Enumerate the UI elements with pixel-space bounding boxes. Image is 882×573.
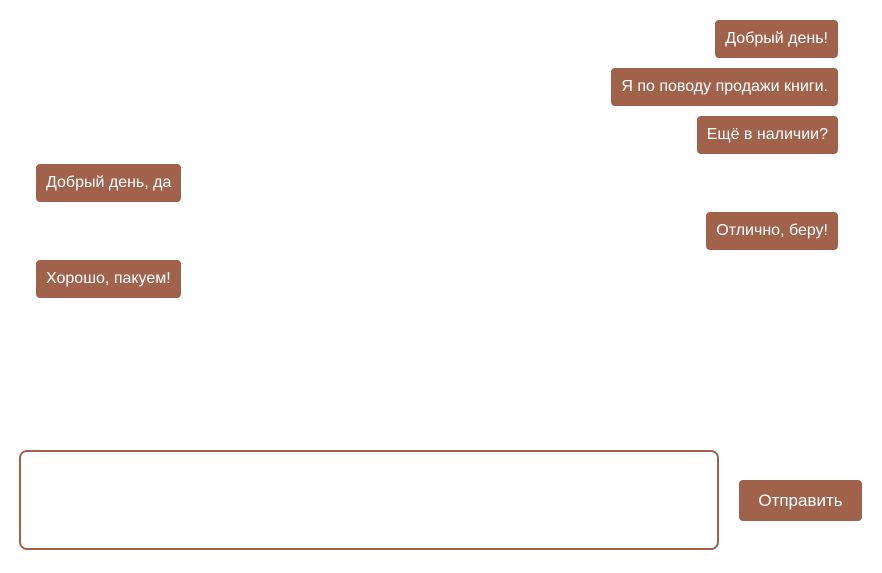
message-bubble-outgoing: Ещё в наличии? [696, 116, 838, 154]
message-bubble-incoming: Хорошо, пакуем! [36, 260, 181, 298]
message-bubble-incoming: Добрый день, да [36, 164, 182, 202]
message-bubble-outgoing: Я по поводу продажи книги. [611, 68, 838, 106]
message-input[interactable] [19, 450, 719, 550]
message-list: Добрый день! Я по поводу продажи книги. … [36, 20, 838, 298]
message-bubble-outgoing: Отлично, беру! [706, 212, 838, 250]
send-button[interactable]: Отправить [739, 480, 862, 521]
message-bubble-outgoing: Добрый день! [715, 20, 838, 58]
